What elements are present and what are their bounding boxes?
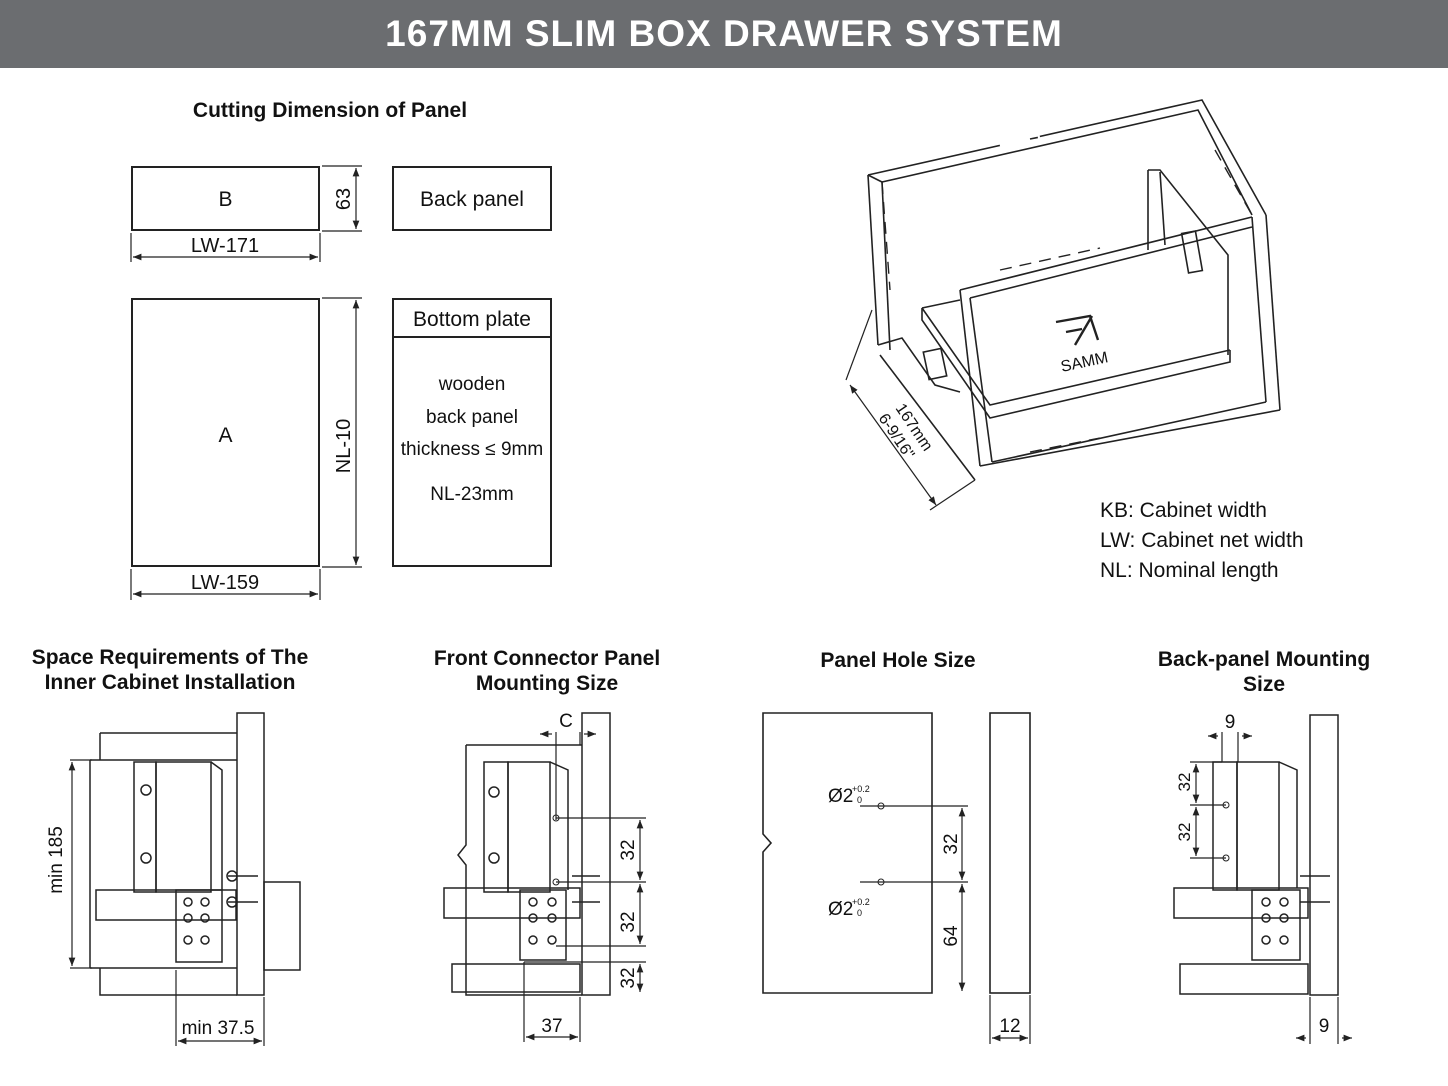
bottom-plate-dimension: NL-23mm — [430, 484, 514, 505]
space-heading-line: Inner Cabinet Installation — [44, 671, 296, 694]
hole1-label: Ø2 — [828, 786, 853, 807]
title-banner: 167MM SLIM BOX DRAWER SYSTEM — [0, 0, 1448, 68]
page-title: 167MM SLIM BOX DRAWER SYSTEM — [385, 13, 1063, 54]
panel-b: B — [131, 166, 320, 231]
dim-a-width — [130, 569, 321, 600]
backpanel-hole-icon — [1222, 854, 1230, 862]
backpanel-dim1-label: 32 — [1175, 773, 1194, 792]
hole-thickness-label: 12 — [999, 1016, 1020, 1037]
iso-height-dimension — [845, 309, 976, 511]
backpanel-heading: Back-panel Mounting Size — [1140, 647, 1388, 697]
hole-bottom-label: 64 — [941, 925, 962, 947]
cabinet-isometric — [867, 99, 1281, 481]
backpanel-hole-icon — [1222, 801, 1230, 809]
back-panel-label: Back panel — [420, 188, 524, 211]
legend-kb: KB: Cabinet width — [1100, 499, 1267, 522]
connector-c-label: C — [559, 711, 573, 732]
space-depth-label: min 37.5 — [182, 1018, 255, 1039]
connector-drawing — [443, 712, 611, 996]
legend: KB: Cabinet width LW: Cabinet net width … — [1100, 496, 1304, 586]
bottom-plate-line: thickness ≤ 9mm — [400, 439, 544, 460]
space-height-label: min 185 — [46, 826, 67, 894]
space-drawing — [89, 712, 301, 996]
connector-dims — [523, 730, 646, 1042]
backpanel-drawing — [1173, 714, 1339, 996]
connector-dim2-label: 32 — [618, 911, 639, 932]
bottom-plate-divider — [394, 336, 550, 338]
connector-hole-icon — [552, 814, 560, 822]
space-heading-line: Space Requirements of The — [31, 646, 309, 669]
hole2-label: Ø2 — [828, 899, 853, 920]
backpanel-dims — [1190, 732, 1352, 1044]
hole-marker-icon — [877, 802, 885, 810]
connector-hole-icon — [552, 878, 560, 886]
backpanel-dim2-label: 32 — [1175, 823, 1194, 842]
backpanel-heading-line: Back-panel Mounting — [1157, 648, 1371, 671]
backpanel-top-label: 9 — [1225, 712, 1236, 733]
space-heading: Space Requirements of The Inner Cabinet … — [20, 645, 320, 695]
connector-heading-line: Front Connector Panel — [433, 647, 661, 670]
bottom-plate-line: back panel — [426, 407, 518, 428]
space-dims — [68, 759, 265, 1046]
panel-b-label: B — [218, 188, 233, 211]
backpanel-bottom-label: 9 — [1319, 1016, 1330, 1037]
back-panel-box: Back panel — [392, 166, 552, 231]
dim-b-width — [130, 233, 321, 262]
cabinet-hidden-lines — [881, 149, 1253, 453]
bottom-plate-line: wooden — [438, 374, 506, 395]
connector-heading-line: Mounting Size — [475, 672, 619, 695]
panel-a-label: A — [218, 424, 233, 447]
cutting-heading: Cutting Dimension of Panel — [192, 99, 468, 122]
hole2-tol-upper: +0.2 — [852, 897, 870, 907]
connector-heading: Front Connector Panel Mounting Size — [420, 646, 674, 696]
dim-b-height — [322, 165, 362, 232]
dim-b-width-label: LW-171 — [191, 235, 259, 257]
hole-drawing — [762, 712, 1031, 994]
hole-heading: Panel Hole Size — [820, 649, 976, 672]
bottom-plate-box: Bottom plate wooden back panel thickness… — [392, 298, 552, 567]
legend-nl: NL: Nominal length — [1100, 559, 1279, 582]
brand-label: SAMM — [1059, 349, 1109, 376]
panel-a: A — [131, 298, 320, 567]
samm-logo-icon — [1055, 314, 1100, 346]
connector-dim1-label: 32 — [618, 839, 639, 860]
connector-depth-label: 37 — [541, 1016, 562, 1037]
bottom-plate-title: Bottom plate — [413, 308, 531, 331]
dim-a-height — [322, 297, 362, 568]
hole-spacing-label: 32 — [941, 833, 962, 854]
connector-dim3-label: 32 — [618, 967, 639, 988]
dim-a-width-label: LW-159 — [191, 572, 259, 594]
hole1-tol-upper: +0.2 — [852, 784, 870, 794]
hole1-tol-lower: 0 — [857, 795, 862, 805]
dim-a-height-label: NL-10 — [333, 419, 355, 473]
backpanel-heading-line: Size — [1242, 673, 1286, 696]
legend-lw: LW: Cabinet net width — [1100, 529, 1304, 552]
dim-b-height-label: 63 — [333, 188, 355, 210]
hole2-tol-lower: 0 — [857, 908, 862, 918]
hole-marker-icon — [877, 878, 885, 886]
